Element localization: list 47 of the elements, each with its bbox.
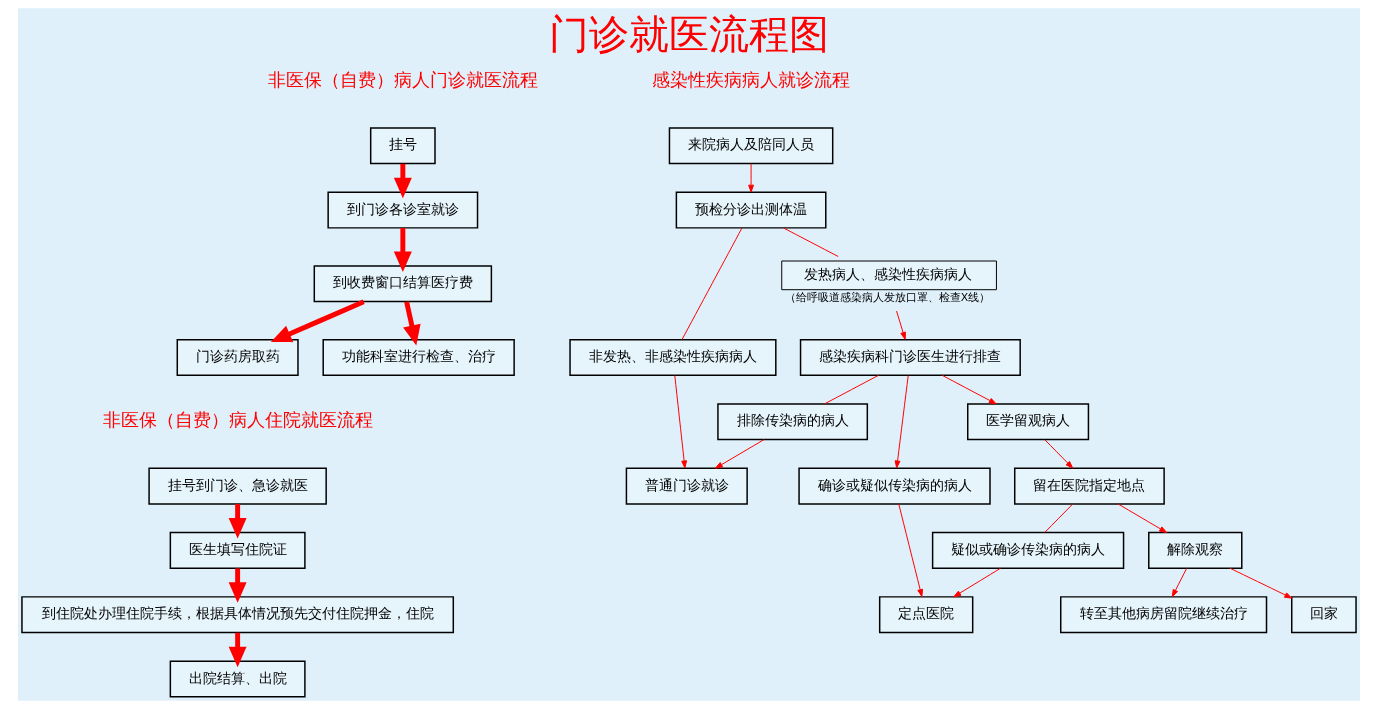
- arrow: [1171, 567, 1188, 598]
- node-box: 挂号到门诊、急诊就医: [148, 467, 327, 505]
- node-label: （给呼吸道感染病人发放口罩、检查X线）: [784, 291, 991, 305]
- node-box: 解除观察: [1148, 531, 1243, 569]
- arrow: [403, 301, 421, 346]
- node-box: 感染疾病科门诊医生进行排查: [799, 338, 1021, 376]
- arrow: [270, 299, 365, 343]
- label: 非医保（自费）病人住院就医流程: [102, 409, 373, 431]
- arrow: [1117, 503, 1168, 533]
- node-box: 普通门诊就诊: [625, 467, 748, 505]
- label: 非医保（自费）病人门诊就医流程: [267, 68, 538, 90]
- node-box: 预检分诊出测体温: [675, 191, 827, 229]
- arrow: [674, 375, 688, 469]
- label: 感染性疾病病人就诊流程: [652, 68, 851, 90]
- arrow: [896, 310, 906, 340]
- node-box: 门诊药房取药: [176, 338, 299, 376]
- node-box: 定点医院: [878, 596, 974, 634]
- node-box: 到收费窗口结算医疗费: [313, 265, 493, 303]
- arrow: [714, 439, 765, 469]
- node-box: 回家: [1291, 596, 1357, 634]
- node-box: 到门诊各诊室就诊: [327, 191, 479, 229]
- arrow: [953, 567, 1001, 598]
- node-box: 医生填写住院证: [169, 531, 306, 569]
- connector: [783, 227, 839, 257]
- arrow: [1044, 439, 1074, 469]
- node-box: 来院病人及陪同人员: [668, 127, 834, 165]
- node-box: 非发热、非感染性疾病病人: [569, 338, 777, 376]
- arrow: [941, 374, 997, 405]
- node-box: 转至其他病房留院继续治疗: [1060, 596, 1268, 634]
- arrow: [748, 163, 754, 193]
- node-box: 挂号: [369, 127, 436, 165]
- node-box: 确诊或疑似传染病的病人: [798, 467, 991, 505]
- arrow: [894, 375, 909, 469]
- connector: [824, 374, 879, 405]
- arrow: [1229, 567, 1293, 599]
- node-box: 功能科室进行检查、治疗: [322, 338, 515, 376]
- node-box: 留在医院指定地点: [1014, 467, 1165, 505]
- node-box: 排除传染病的病人: [717, 403, 869, 441]
- connector: [681, 227, 743, 341]
- arrow: [393, 228, 412, 273]
- connector: [1044, 503, 1074, 533]
- arrow: [898, 503, 924, 597]
- diagram-title: 门诊就医流程图: [549, 10, 829, 57]
- node-box: 医学留观病人: [967, 403, 1090, 441]
- node-box: 疑似或确诊传染病的病人: [931, 531, 1125, 569]
- node-box: 到住院处办理住院手续，根据具体情况预先交付住院押金，住院: [21, 596, 455, 634]
- node-box: 出院结算、出院: [169, 660, 306, 698]
